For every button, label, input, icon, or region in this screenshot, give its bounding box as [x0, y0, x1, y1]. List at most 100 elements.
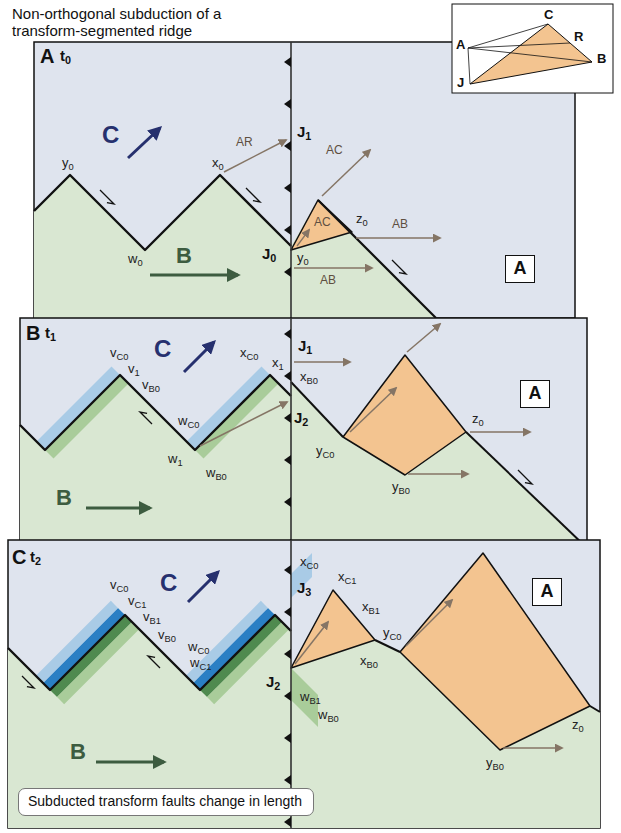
symbol-subscript: B1 — [150, 616, 161, 626]
symbol-subscript: 1 — [50, 331, 56, 343]
symbol-subscript: 1 — [306, 344, 312, 356]
inset-frame — [452, 4, 613, 93]
subducted-slab — [400, 553, 590, 750]
vector-line — [468, 43, 570, 48]
symbol-subscript: C0 — [390, 632, 402, 642]
symbol-subscript: C0 — [117, 352, 129, 362]
slip-arrow — [518, 470, 532, 484]
symbol-subscript: 3 — [305, 586, 311, 598]
symbol-subscript: B0 — [307, 376, 318, 386]
crust-band — [291, 553, 312, 598]
symbol-subscript: 0 — [270, 252, 276, 264]
symbol-subscript: 1 — [279, 362, 284, 372]
trench-tooth — [284, 225, 291, 235]
symbol-letter: w — [300, 689, 309, 704]
point-label: xB1 — [362, 600, 380, 615]
symbol-letter: w — [190, 655, 199, 670]
slip-arrow — [246, 188, 260, 202]
trench-tooth — [284, 57, 291, 67]
time-or-junction-label: t0 — [60, 48, 71, 65]
point-label: wC0 — [178, 414, 199, 429]
symbol-letter: y — [316, 443, 323, 458]
symbol-letter: z — [572, 717, 579, 732]
inset-vertex-label: A — [456, 38, 465, 52]
symbol-subscript: C1 — [345, 576, 357, 586]
point-label: z0 — [472, 412, 484, 427]
symbol-subscript: 0 — [363, 218, 368, 228]
symbol-letter: x — [212, 155, 219, 170]
motion-arrow — [503, 747, 562, 749]
symbol-subscript: B0 — [165, 634, 176, 644]
symbol-letter: y — [392, 479, 399, 494]
inset-vertex-label: C — [544, 8, 553, 22]
velocity-triangle — [470, 24, 592, 84]
panel-letter: C — [12, 546, 26, 568]
panel-frame — [20, 318, 587, 572]
point-label: vC0 — [110, 578, 128, 593]
motion-arrow — [200, 402, 287, 446]
crust-band — [200, 615, 282, 697]
symbol-letter: v — [110, 345, 117, 360]
symbol-letter: t — [30, 548, 35, 565]
symbol-letter: z — [472, 411, 479, 426]
plate-label-box: A — [505, 255, 535, 283]
motion-arrow — [86, 507, 150, 510]
point-label: vB0 — [158, 628, 176, 643]
time-or-junction-label: t1 — [45, 325, 56, 342]
plate-motion-label: B — [70, 740, 86, 764]
point-label: xB0 — [360, 654, 378, 669]
crust-band — [57, 622, 139, 704]
motion-arrow — [297, 230, 309, 246]
trench-tooth — [284, 99, 291, 109]
motion-arrow — [150, 274, 238, 277]
point-label: vC0 — [110, 346, 128, 361]
symbol-letter: x — [240, 345, 247, 360]
motion-arrow — [407, 324, 440, 352]
crust-band — [45, 375, 128, 458]
symbol-letter: x — [362, 599, 369, 614]
symbol-subscript: 1 — [135, 368, 140, 378]
symbol-subscript: B0 — [367, 660, 378, 670]
point-label: wB0 — [318, 708, 339, 723]
point-label: x0 — [212, 156, 224, 171]
point-label: wC0 — [188, 640, 209, 655]
plate-b — [34, 175, 291, 318]
symbol-subscript: C1 — [199, 662, 211, 672]
point-label: w1 — [168, 452, 183, 467]
slip-arrow — [100, 190, 114, 204]
fault-line — [590, 706, 600, 712]
trench-tooth — [284, 817, 291, 827]
node-text: A — [529, 382, 542, 404]
motion-arrow — [470, 431, 530, 433]
time-or-junction-label: J1 — [298, 338, 312, 355]
point-label: xC0 — [300, 555, 318, 570]
motion-arrow — [184, 342, 214, 372]
slip-arrow — [392, 260, 406, 274]
point-label: vB0 — [142, 378, 160, 393]
inset-vertex-label: J — [457, 76, 464, 90]
motion-arrow — [408, 473, 468, 475]
point-label: wB1 — [300, 690, 321, 705]
relative-motion-label: AC — [314, 216, 331, 229]
motion-arrow — [96, 761, 164, 764]
symbol-letter: x — [272, 355, 279, 370]
symbol-letter: x — [338, 569, 345, 584]
relative-motion-label: AR — [236, 136, 253, 149]
point-label: xC0 — [240, 346, 258, 361]
trench-tooth — [284, 565, 291, 575]
trench-tooth — [284, 607, 291, 617]
node-text: A — [514, 257, 527, 279]
vector-line — [468, 48, 470, 84]
plate-motion-label: C — [102, 122, 119, 148]
symbol-letter: w — [128, 251, 137, 266]
symbol-letter: J — [297, 123, 305, 140]
trench-tooth — [284, 371, 291, 381]
plate-label-box: A — [532, 578, 562, 606]
symbol-letter: y — [297, 250, 304, 265]
inset-figure — [452, 4, 613, 93]
symbol-subscript: C0 — [307, 561, 319, 571]
point-label: x1 — [272, 356, 284, 371]
panel-c — [8, 540, 600, 828]
symbol-subscript: C0 — [117, 584, 129, 594]
plate-motion-label: C — [154, 336, 171, 362]
